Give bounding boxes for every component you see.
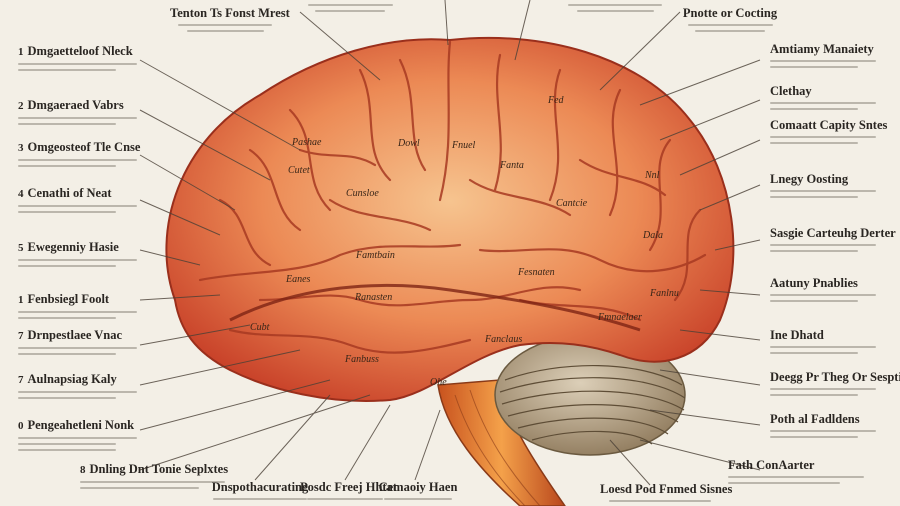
- callout-label-top: [300, 0, 400, 12]
- region-label: Famtbain: [355, 250, 395, 261]
- region-label: Pashae: [291, 137, 322, 148]
- region-label: Fanclaus: [484, 334, 522, 345]
- region-label: Ranasten: [354, 292, 392, 303]
- callout-label-top: Tenton Ts Fonst Mrest: [170, 6, 290, 32]
- cerebrum: [165, 36, 735, 402]
- region-label: Ohe: [430, 377, 447, 388]
- region-label: Fmnaelaer: [597, 312, 642, 323]
- region-label: Fanta: [499, 160, 524, 171]
- region-label: Dowl: [397, 138, 420, 149]
- callout-label-right: Fath ConAarter: [728, 458, 888, 484]
- callout-label-right: Deegg Pr Theg Or Sesptiss: [770, 370, 900, 396]
- region-label: Fanlnu: [649, 288, 679, 299]
- region-label: Cunsloe: [346, 188, 379, 199]
- callout-label-bottom: Loesd Pod Fnmed Sisnes: [600, 482, 732, 502]
- region-label: Eanes: [285, 274, 311, 285]
- callout-label-right: Comaatt Capity Sntes: [770, 118, 895, 144]
- region-labels: Fed Dowl Fnuel Fanta Cantcie Pashae Cute…: [250, 95, 679, 388]
- callout-label-right: Aatuny Pnablies: [770, 276, 895, 302]
- region-label: Cutet: [288, 165, 310, 176]
- callout-label-bottom: Posdc Freej Hhtat: [300, 480, 397, 500]
- callout-label-top: [560, 0, 670, 12]
- region-label: Dala: [642, 230, 663, 241]
- cerebellum: [494, 334, 686, 456]
- callout-label-bottom: Dnspothacurating: [205, 480, 315, 500]
- callout-label-bottom: Cemaoiy Haen: [378, 480, 458, 500]
- callout-label-right: Lnegy Oosting: [770, 172, 895, 198]
- callout-label-right: Clethay: [770, 84, 895, 110]
- region-label: Fnuel: [451, 140, 476, 151]
- callout-label-right: Ine Dhatd: [770, 328, 895, 354]
- callout-label-top: Pnotte or Cocting: [680, 6, 780, 32]
- region-label: Nnl: [644, 170, 660, 181]
- region-label: Cantcie: [556, 198, 588, 209]
- callout-label-right: Poth al Fadldens: [770, 412, 895, 438]
- region-label: Fed: [547, 95, 565, 106]
- callout-label-right: Amtiamy Manaiety: [770, 42, 895, 68]
- region-label: Cubt: [250, 322, 270, 333]
- callout-label-right: Sasgie Carteuhg Derter: [770, 226, 896, 252]
- region-label: Fesnaten: [517, 267, 555, 278]
- region-label: Fanbuss: [344, 354, 379, 365]
